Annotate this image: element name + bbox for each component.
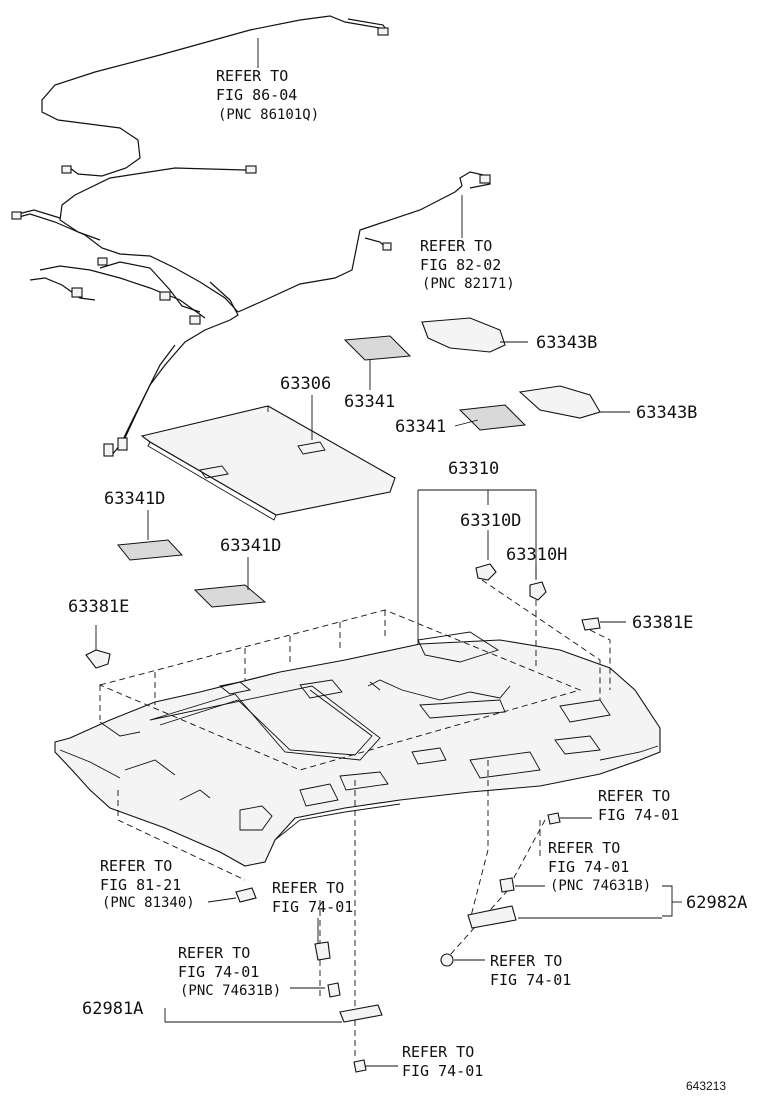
callout-lamp81-line-3: (PNC 81340) — [102, 895, 195, 911]
callout-clipR1-line-2: FIG 74-01 — [598, 806, 679, 824]
callout-lamp81-line-2: FIG 81-21 — [100, 876, 181, 894]
callout-clipL3-line-1: REFER TO — [402, 1043, 474, 1061]
sheet-63341-upper — [343, 335, 412, 361]
part-number-labels: 63343B 63306 63341 63341 63343B 63310 63… — [68, 333, 747, 1019]
pn-63310: 63310 — [448, 459, 499, 479]
lamp-base — [235, 887, 257, 903]
sheet-63341d-right — [193, 584, 267, 608]
callout-clipR3-line-1: REFER TO — [490, 952, 562, 970]
callout-wire82-line-2: FIG 82-02 — [420, 256, 501, 274]
callout-clipR2-line-2: FIG 74-01 — [548, 858, 629, 876]
callout-wire82-line-3: (PNC 82171) — [422, 276, 515, 292]
pn-62981a: 62981A — [82, 999, 143, 1019]
callout-labels: REFER TO FIG 86-04 (PNC 86101Q) REFER TO… — [100, 67, 679, 1080]
pn-62982a: 62982A — [686, 893, 747, 913]
callout-wire86-line-3: (PNC 86101Q) — [218, 107, 319, 123]
clip-63381e-right — [581, 617, 601, 631]
clip-left-3 — [353, 1059, 367, 1073]
callout-clipR2-line-3: (PNC 74631B) — [550, 878, 651, 894]
pn-63306: 63306 — [280, 374, 331, 394]
pn-63381e-left: 63381E — [68, 597, 129, 617]
assist-grip-62982a — [467, 905, 517, 929]
roof-headlining — [54, 631, 661, 867]
pads — [117, 317, 601, 608]
callout-clipR3-line-2: FIG 74-01 — [490, 971, 571, 989]
callout-clipL2-line-3: (PNC 74631B) — [180, 983, 281, 999]
sheet-63341d-left — [117, 539, 184, 561]
callout-clipL1-line-1: REFER TO — [272, 879, 344, 897]
sheet-63341-lower — [458, 404, 527, 431]
pn-63343b-upper: 63343B — [536, 333, 597, 353]
clip-right-1 — [547, 812, 561, 825]
figure-id: 643213 — [686, 1079, 726, 1093]
callout-clipL2-line-2: FIG 74-01 — [178, 963, 259, 981]
clip-right-2 — [499, 877, 515, 893]
pn-63343b-lower: 63343B — [636, 403, 697, 423]
pn-63310d: 63310D — [460, 511, 521, 531]
pad-63343b-lower — [518, 385, 601, 419]
clip-63381e-left — [85, 649, 111, 669]
callout-clipR2-line-1: REFER TO — [548, 839, 620, 857]
callout-clipL3-line-2: FIG 74-01 — [402, 1062, 483, 1080]
callout-wire82-line-1: REFER TO — [420, 237, 492, 255]
callout-clipL1-line-2: FIG 74-01 — [272, 898, 353, 916]
pn-63310h: 63310H — [506, 545, 567, 565]
clip-right-3 — [440, 953, 454, 967]
pn-63381e-right: 63381E — [632, 613, 693, 633]
clip-63310h — [529, 581, 547, 601]
clip-left-2 — [327, 982, 341, 998]
pn-63341-upper: 63341 — [344, 392, 395, 412]
pad-63343b-upper — [421, 317, 506, 353]
callout-clipR1-line-1: REFER TO — [598, 787, 670, 805]
roof-wire-harness — [11, 15, 491, 457]
callout-lamp81-line-1: REFER TO — [100, 857, 172, 875]
sunshade-panel-63306 — [140, 405, 396, 521]
callout-wire86-line-1: REFER TO — [216, 67, 288, 85]
clips — [85, 563, 601, 1073]
pn-63341d-right: 63341D — [220, 536, 281, 556]
pn-63341d-left: 63341D — [104, 489, 165, 509]
clip-left-1 — [314, 941, 331, 961]
callout-clipL2-line-1: REFER TO — [178, 944, 250, 962]
leader-lines — [95, 341, 682, 1067]
assist-grip-62981a — [339, 1004, 383, 1023]
pn-63341-lower: 63341 — [395, 417, 446, 437]
callout-wire86-line-2: FIG 86-04 — [216, 86, 297, 104]
clip-63310d — [475, 563, 497, 581]
